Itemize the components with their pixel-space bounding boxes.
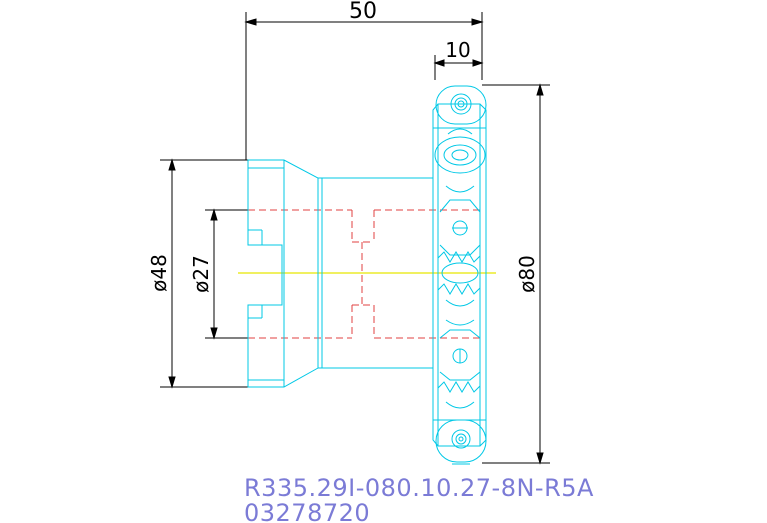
dimension-cutter-diameter-label: ø80 [515, 255, 539, 293]
dimension-overall-length [244, 12, 484, 160]
dimension-bore-diameter [205, 208, 248, 340]
dimension-insert-width [433, 55, 484, 80]
item-code-label: 03278720 [244, 499, 370, 523]
part-number-label: R335.29I-080.10.27-8N-R5A [244, 474, 594, 502]
dimension-overall-length-label: 50 [349, 0, 377, 24]
hidden-bore-lines [248, 209, 480, 339]
tool-body-outline [247, 103, 487, 447]
dimension-bore-diameter-label: ø27 [189, 255, 213, 293]
dimension-cutter-diameter [482, 83, 550, 465]
insert-pockets [434, 85, 487, 465]
dimension-hub-diameter-label: ø48 [147, 254, 171, 292]
dimension-hub-diameter [160, 158, 248, 389]
dimension-insert-width-label: 10 [445, 38, 470, 62]
